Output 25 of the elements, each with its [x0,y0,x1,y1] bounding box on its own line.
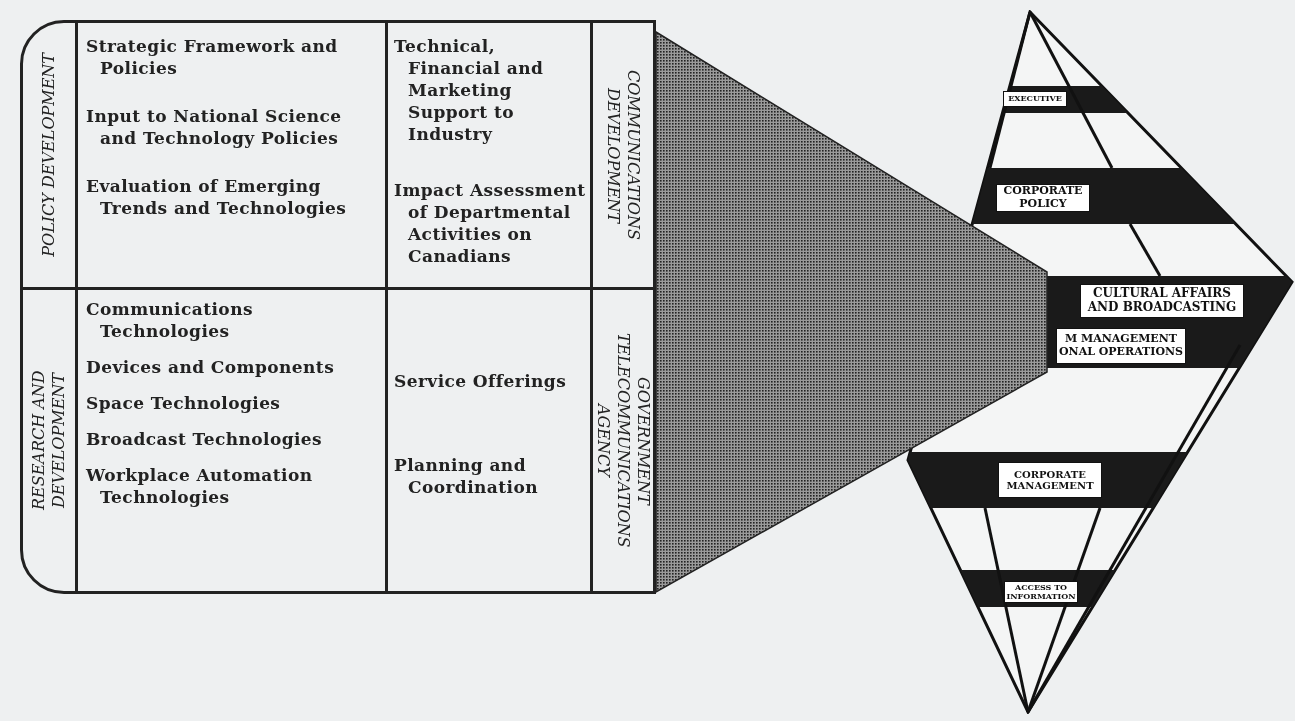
band-label: CORPORATE POLICY [996,184,1090,212]
band-label: EXECUTIVE [1003,91,1067,107]
list-item: Input to National Science and Technology Policies [86,105,343,149]
list-item: Planning and Coordination [394,453,539,498]
list-item: Strategic Framework and Policies [86,35,339,79]
list-item: Service Offerings [394,369,568,392]
band-label: ACCESS TO INFORMATION [1004,581,1078,603]
list-item: Broadcast Technologies [86,428,324,450]
band-label: M MANAGEMENT ONAL OPERATIONS [1056,328,1186,364]
vertical-heading: GOVERNMENT TELECOMMUNICATIONS AGENCY [593,333,653,548]
list-item: Workplace Automation Technologies [86,464,314,508]
vertical-heading: COMMUNICATIONS DEVELOPMENT [603,69,643,242]
list-item: Technical, Financial and Marketing Support to Industry [394,35,545,145]
vertical-heading: POLICY DEVELOPMENT [39,53,59,257]
table-cell [78,23,388,290]
vertical-heading: RESEARCH AND DEVELOPMENT [29,369,69,513]
table-cell [388,23,593,290]
band-label: CORPORATE MANAGEMENT [998,462,1102,498]
table-cell [23,23,78,290]
list-item: Evaluation of Emerging Trends and Technologies [86,175,348,219]
list-item: Devices and Components [86,356,336,378]
band-label: CULTURAL AFFAIRS AND BROADCASTING [1080,284,1244,318]
list-item: Space Technologies [86,392,282,414]
list-item: Impact Assessment of Departmental Activities on Canadians [394,179,587,267]
list-item: Communications Technologies [86,298,254,342]
